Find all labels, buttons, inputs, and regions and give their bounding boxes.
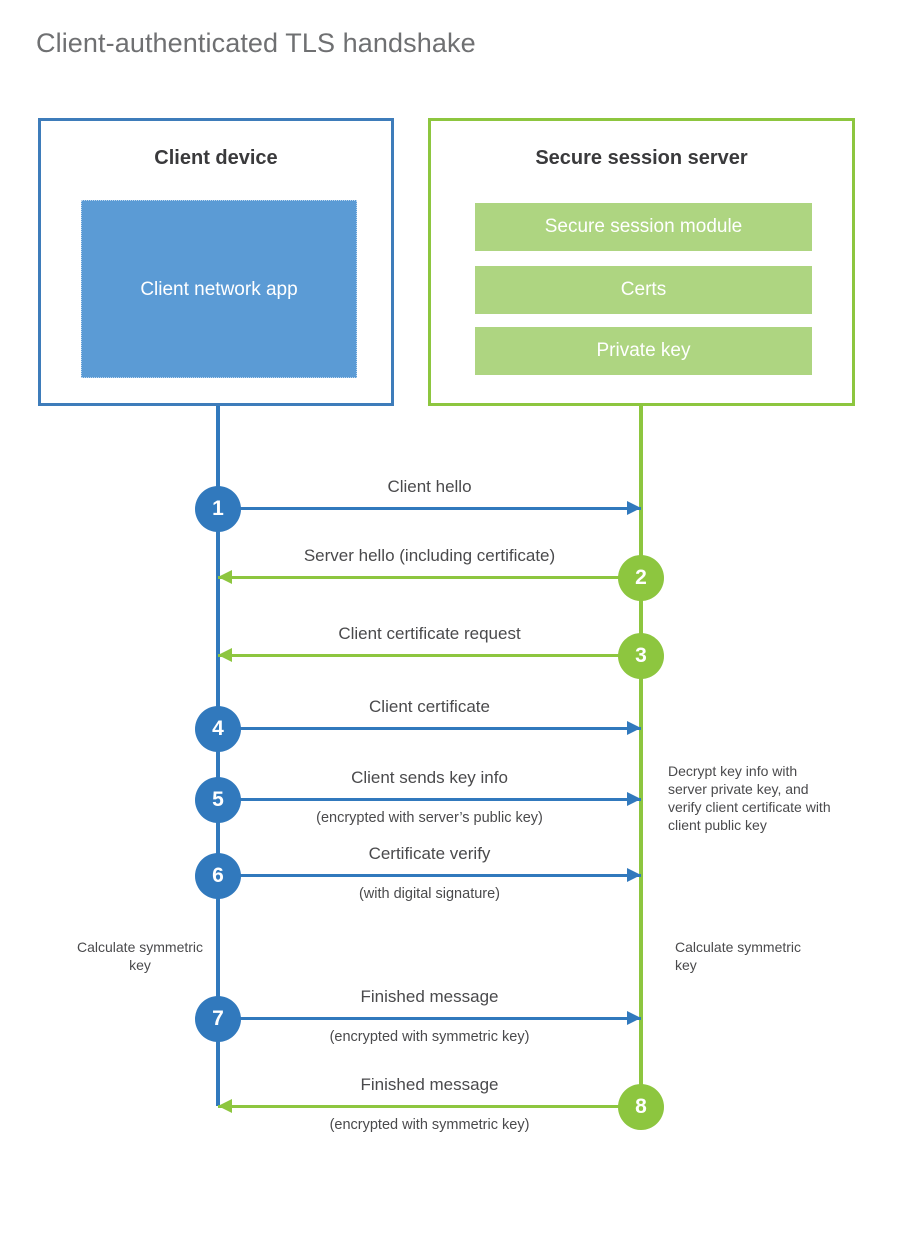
annotation-client-calculate-symmetric-key: Calculate symmetric key bbox=[76, 939, 204, 973]
arrowhead-right-icon bbox=[627, 721, 641, 735]
step-badge-6: 6 bbox=[195, 853, 241, 899]
arrowhead-right-icon bbox=[627, 501, 641, 515]
message-sublabel-6: (with digital signature) bbox=[358, 886, 501, 902]
message-line-6 bbox=[218, 874, 641, 877]
annotation-server-decrypt: Decrypt key info with server private key… bbox=[668, 763, 831, 833]
arrowhead-left-icon bbox=[218, 1099, 232, 1113]
message-label-1: Client hello bbox=[387, 477, 472, 496]
arrowhead-left-icon bbox=[218, 648, 232, 662]
message-label-8: Finished message bbox=[360, 1075, 499, 1094]
message-label-5: Client sends key info bbox=[351, 768, 508, 787]
participant-box-server: Secure session server Secure session mod… bbox=[428, 118, 855, 406]
message-label-4: Client certificate bbox=[369, 697, 490, 716]
message-line-8 bbox=[218, 1105, 641, 1108]
arrowhead-right-icon bbox=[627, 792, 641, 806]
client-network-app-label: Client network app bbox=[140, 278, 298, 300]
arrowhead-right-icon bbox=[627, 868, 641, 882]
step-badge-5: 5 bbox=[195, 777, 241, 823]
step-badge-4: 4 bbox=[195, 706, 241, 752]
secure-session-server-title: Secure session server bbox=[535, 147, 748, 169]
message-line-7 bbox=[218, 1017, 641, 1020]
step-badge-2: 2 bbox=[618, 555, 664, 601]
arrowhead-right-icon bbox=[627, 1011, 641, 1025]
message-sublabel-7: (encrypted with symmetric key) bbox=[329, 1029, 530, 1045]
page-title: Client-authenticated TLS handshake bbox=[36, 28, 476, 58]
arrowhead-left-icon bbox=[218, 570, 232, 584]
message-line-3 bbox=[218, 654, 641, 657]
step-badge-7: 7 bbox=[195, 996, 241, 1042]
annotation-server-calculate-symmetric-key: Calculate symmetric key bbox=[675, 939, 802, 973]
message-label-2: Server hello (including certificate) bbox=[303, 546, 556, 565]
message-line-2 bbox=[218, 576, 641, 579]
message-label-7: Finished message bbox=[360, 987, 499, 1006]
message-label-3: Client certificate request bbox=[338, 624, 521, 643]
message-line-1 bbox=[218, 507, 641, 510]
server-module-bar-certs: Certs bbox=[475, 266, 812, 314]
server-module-bar-secure-session-module: Secure session module bbox=[475, 203, 812, 251]
server-lifeline bbox=[639, 406, 643, 1106]
step-badge-3: 3 bbox=[618, 633, 664, 679]
message-sublabel-5: (encrypted with server’s public key) bbox=[316, 810, 543, 826]
client-lifeline bbox=[216, 406, 220, 1106]
client-network-app-block: Client network app bbox=[81, 200, 357, 378]
participant-box-client: Client device Client network app bbox=[38, 118, 394, 406]
message-line-4 bbox=[218, 727, 641, 730]
client-device-title: Client device bbox=[154, 147, 278, 169]
step-badge-8: 8 bbox=[618, 1084, 664, 1130]
server-module-bar-private-key: Private key bbox=[475, 327, 812, 375]
message-line-5 bbox=[218, 798, 641, 801]
step-badge-1: 1 bbox=[195, 486, 241, 532]
message-sublabel-8: (encrypted with symmetric key) bbox=[329, 1117, 530, 1133]
message-label-6: Certificate verify bbox=[368, 844, 491, 863]
